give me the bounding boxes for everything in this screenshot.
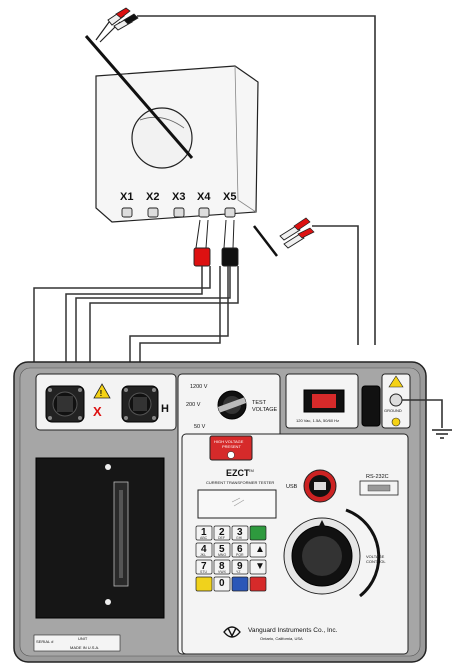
secondary-lead-clips: [194, 220, 238, 266]
terminal-x5-label: X5: [223, 191, 236, 203]
svg-text:TM: TM: [248, 468, 254, 473]
keypad-key[interactable]: [250, 526, 266, 540]
svg-text:PRESENT: PRESENT: [222, 444, 241, 449]
terminal-x4-label: X4: [197, 191, 211, 203]
keypad-key-sublabel: MNO: [218, 553, 226, 557]
keypad-key-label: ▼: [255, 561, 265, 572]
serial-number-label: SERIAL # UNIT MADE IN U.S.A.: [34, 635, 120, 651]
keypad-key-label: ▲: [255, 544, 265, 555]
ct-window: [132, 108, 192, 168]
terminal-x3-label: X3: [172, 191, 185, 203]
output-connector-panel: ! X H: [36, 374, 176, 430]
keypad-key-sublabel: ABC: [200, 536, 208, 540]
svg-text:TEST: TEST: [252, 400, 267, 406]
keypad-key-sublabel: PQR: [236, 553, 244, 557]
keypad-key[interactable]: [250, 577, 266, 591]
port-h-label: H: [161, 403, 169, 415]
keypad-key-label: 0: [219, 578, 225, 589]
black-clip-icon: [222, 248, 238, 266]
red-clip-icon: [194, 248, 210, 266]
keypad-key-sublabel: STU: [200, 570, 207, 574]
keypad-key[interactable]: ▲: [250, 543, 266, 557]
svg-text:1200 V: 1200 V: [190, 384, 208, 390]
model-subtitle: CURRENT TRANSFORMER TESTER: [206, 480, 274, 485]
keypad-key-sublabel: GHI: [236, 536, 242, 540]
svg-text:CONTROL: CONTROL: [366, 559, 386, 564]
svg-text:Ontario, California, USA: Ontario, California, USA: [260, 636, 303, 641]
terminal-x2-label: X2: [146, 191, 159, 203]
thermal-printer: [36, 458, 164, 618]
keypad-key[interactable]: ▼: [250, 560, 266, 574]
svg-text:50 V: 50 V: [194, 424, 206, 430]
svg-text:VOLTAGE: VOLTAGE: [252, 407, 277, 413]
power-inlet: [362, 386, 380, 426]
svg-text:MADE IN U.S.A.: MADE IN U.S.A.: [70, 645, 99, 650]
keypad-key[interactable]: 9YZ: [232, 560, 248, 574]
keypad-key[interactable]: [232, 577, 248, 591]
ground-icon: [432, 430, 452, 438]
svg-text:!: !: [100, 389, 103, 398]
keypad-key-sublabel: DEF: [218, 536, 225, 540]
svg-text:UNIT: UNIT: [78, 636, 88, 641]
primary-return-lead: [254, 218, 358, 345]
svg-text:200 V: 200 V: [186, 402, 201, 408]
x-connector: [46, 386, 84, 422]
svg-text:GROUND: GROUND: [384, 408, 402, 413]
keypad-key[interactable]: [196, 577, 212, 591]
svg-text:USB: USB: [286, 484, 298, 490]
svg-text:SERIAL #: SERIAL #: [36, 639, 54, 644]
svg-text:Vanguard Instruments Co., Inc.: Vanguard Instruments Co., Inc.: [248, 627, 338, 634]
svg-text:120 Vac, 1.5A, 50/60 Hz: 120 Vac, 1.5A, 50/60 Hz: [296, 418, 339, 423]
high-voltage-indicator: HIGH VOLTAGE PRESENT: [210, 436, 252, 460]
model-name: EZCT: [226, 468, 250, 478]
svg-text:RS-232C: RS-232C: [366, 474, 389, 480]
terminal-x1-label: X1: [120, 191, 133, 203]
port-x-label: X: [93, 404, 102, 419]
keypad-key-sublabel: JKL: [200, 553, 206, 557]
keypad-key-sublabel: VWX: [218, 570, 227, 574]
keypad-key[interactable]: 0: [214, 577, 230, 591]
h-connector: [122, 386, 158, 422]
